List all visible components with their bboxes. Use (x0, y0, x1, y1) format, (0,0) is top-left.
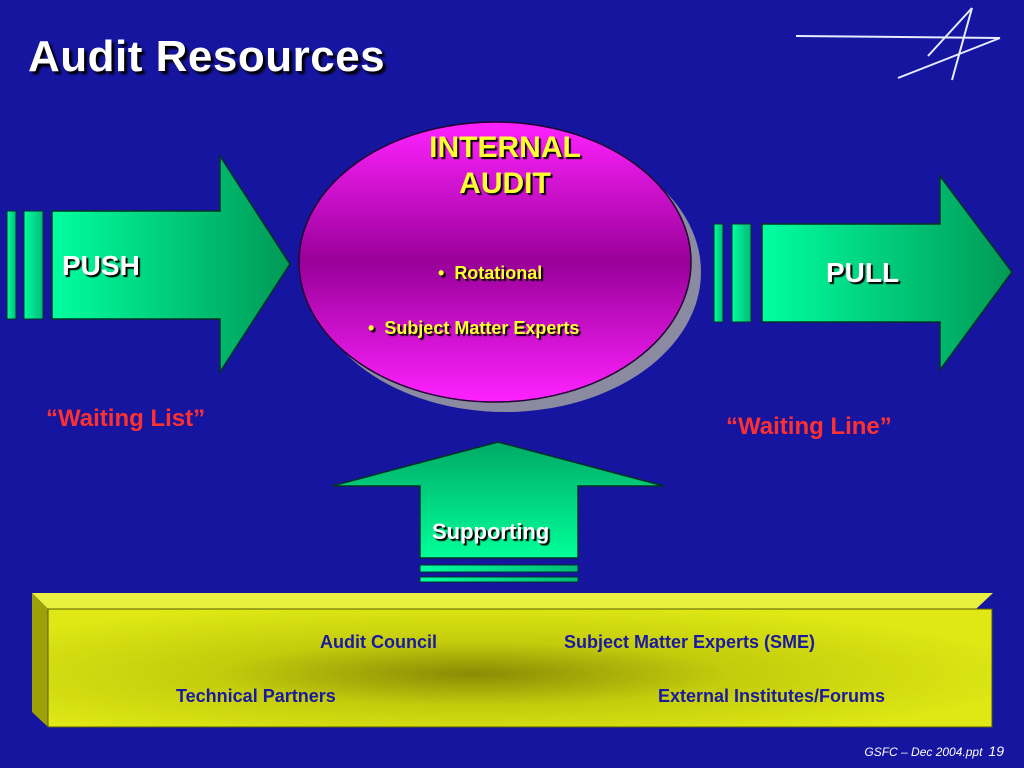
slide-title: Audit Resources (28, 32, 386, 81)
supporting-arrow (331, 441, 665, 559)
pull-arrow (761, 173, 1013, 373)
footer-source: GSFC – Dec 2004.ppt (864, 745, 983, 759)
bullet-sme: • Subject Matter Experts (368, 318, 580, 338)
bottom-panel (47, 608, 993, 728)
internal-audit-title-line2: AUDIT (459, 167, 551, 200)
panel-item-sme: Subject Matter Experts (SME) (564, 632, 816, 652)
supporting-label: Supporting (432, 519, 550, 544)
bullet-rotational: • Rotational (438, 263, 543, 283)
footer: GSFC – Dec 2004.ppt 19 (864, 743, 1004, 759)
panel-item-external-institutes: External Institutes/Forums (658, 686, 886, 706)
panel-item-audit-council: Audit Council (320, 632, 437, 652)
panel-item-technical-partners: Technical Partners (176, 686, 336, 706)
internal-audit-ellipse (298, 121, 692, 403)
bullet-rotational-text: Rotational (454, 263, 543, 283)
push-bar-1 (6, 210, 17, 320)
internal-audit-title-line1: INTERNAL (429, 131, 581, 164)
bottom-panel-left (32, 593, 48, 727)
pull-bar-2 (731, 223, 752, 323)
push-bar-2 (23, 210, 44, 320)
page-number: 19 (988, 743, 1004, 759)
internal-audit-title: INTERNAL AUDIT (380, 130, 630, 202)
bullet-sme-text: Subject Matter Experts (384, 318, 580, 338)
pull-bar-1 (713, 223, 724, 323)
pull-label: PULL (826, 257, 900, 288)
supporting-bar-1 (419, 564, 579, 573)
supporting-bar-2 (419, 576, 579, 583)
push-arrow (51, 153, 291, 375)
logo-star-icon (795, 7, 1001, 81)
push-label: PUSH (62, 250, 140, 281)
waiting-line-caption: “Waiting Line” (726, 413, 892, 440)
waiting-list-caption: “Waiting List” (46, 405, 206, 432)
bottom-panel-top (32, 593, 993, 609)
